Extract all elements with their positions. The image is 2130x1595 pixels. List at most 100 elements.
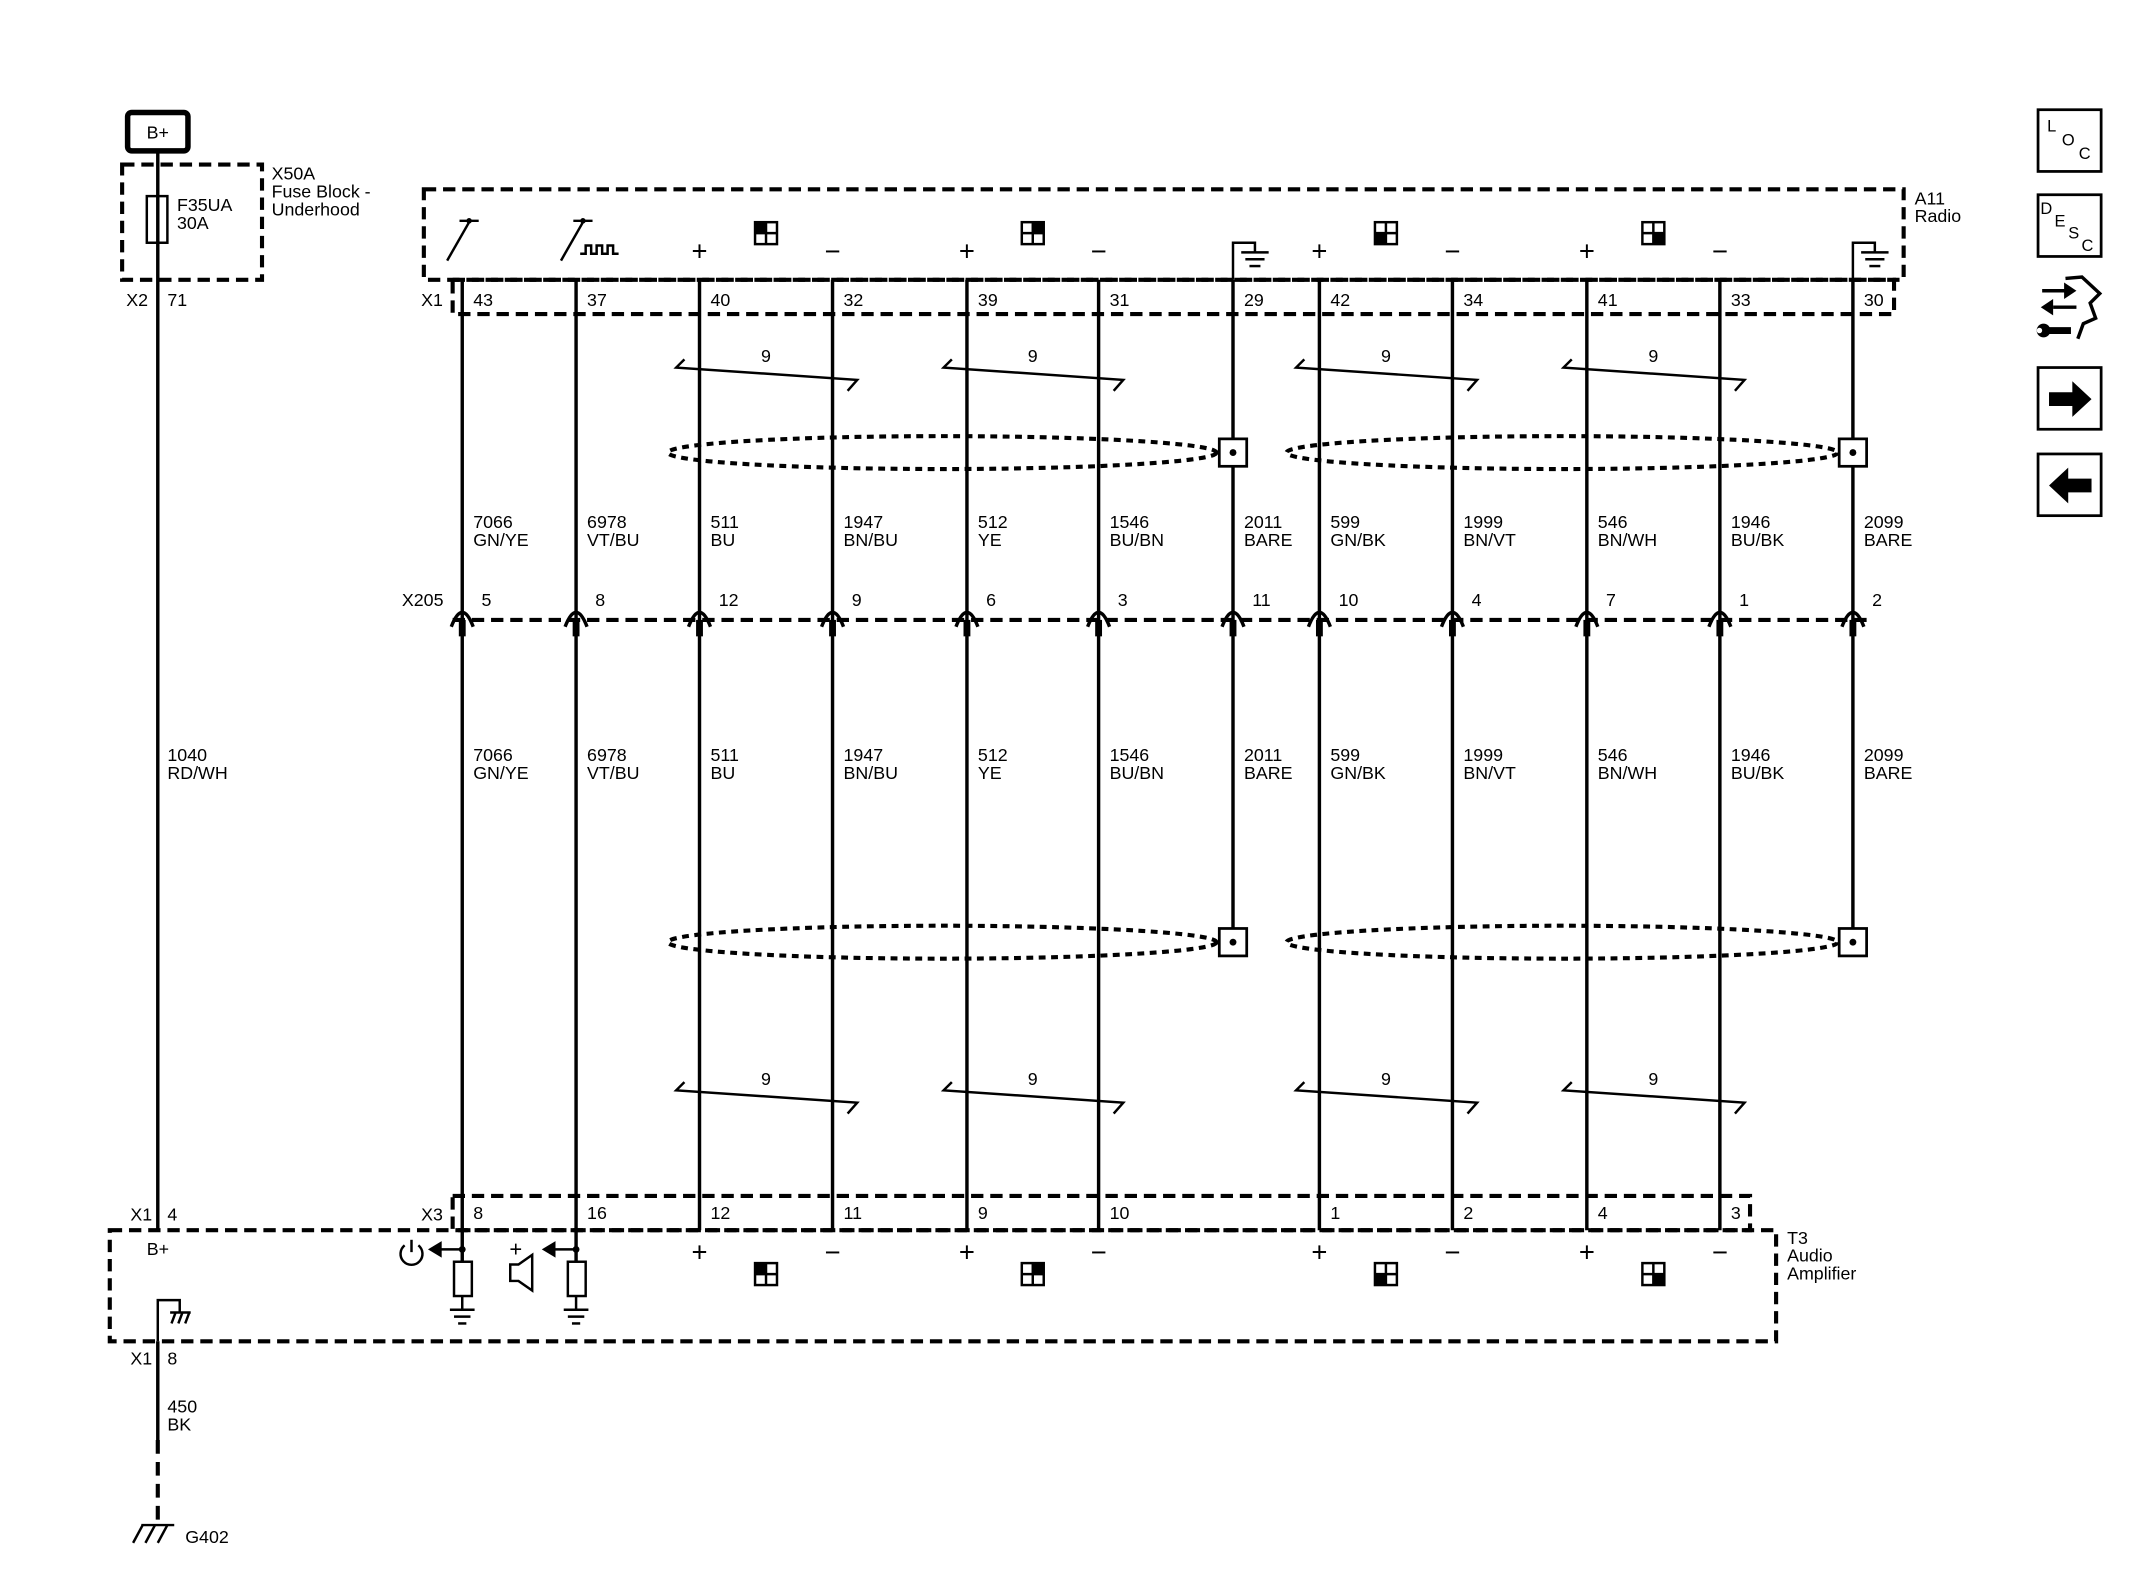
radio-desc: Radio [1915, 206, 1962, 226]
x205-terminal-icon [1840, 610, 1866, 628]
resistor-icon [566, 1260, 587, 1298]
wire-color-label: GN/BK [1330, 530, 1386, 550]
radio-pin-label: 43 [473, 290, 493, 310]
radio-polarity-sign: + [959, 236, 975, 267]
wire-circuit-label: 7066 [473, 512, 513, 532]
twisted-pair-icon [1560, 358, 1748, 392]
amp-pin-label: 12 [710, 1203, 730, 1223]
wire-circuit-label: 1546 [1110, 512, 1150, 532]
fuse-block: F35UA 30A X50A Fuse Block - Underhood X2… [120, 162, 371, 310]
desc-button-frame[interactable] [2036, 193, 2103, 258]
wire-color-label: GN/BK [1330, 763, 1386, 783]
loc-button-frame[interactable] [2036, 108, 2103, 173]
wire-circuit-label: 1546 [1110, 745, 1150, 765]
radio-polarity-sign: + [1311, 236, 1327, 267]
feed-wire: 1040 RD/WH [156, 150, 228, 1231]
wire-color-label: GN/YE [473, 530, 529, 550]
twist-label: 9 [761, 346, 771, 366]
x205-pin-icon [963, 619, 971, 637]
wire-circuit-label: 2011 [1244, 745, 1282, 765]
previous-page-button[interactable] [2036, 452, 2103, 518]
loc-letter: L [2047, 118, 2056, 136]
wire-circuit-label: 7066 [473, 745, 513, 765]
power-icon [399, 1239, 424, 1267]
shield-drain-dot [1229, 449, 1237, 457]
twist-label: 9 [1028, 1069, 1038, 1089]
ground-stub [1231, 241, 1257, 280]
ground-pin-label: 8 [167, 1349, 177, 1369]
quadrant-fill [1032, 222, 1044, 234]
audio-amplifier: T3 Audio Amplifier X1 4 X3 B+ [107, 1193, 1856, 1344]
radio-module: A11 Radio X1 [421, 187, 1962, 317]
ground-wire-color: BK [167, 1414, 191, 1434]
loc-letter: C [2079, 145, 2091, 163]
radio-polarity-sign: − [1091, 236, 1107, 267]
shield-ellipse [665, 434, 1219, 472]
fuse-name: F35UA [177, 195, 233, 215]
amp-polarity-sign: − [1444, 1237, 1460, 1268]
desc-button[interactable]: D E S C [2036, 193, 2103, 258]
wire-color-label: BU/BK [1731, 530, 1785, 550]
x205-terminal-icon [1306, 610, 1332, 628]
radio-polarity-sign: − [1712, 236, 1728, 267]
twisted-pair-icon [673, 358, 860, 392]
x205-pin-icon [1849, 619, 1857, 637]
shield-drain-dot [1229, 938, 1237, 946]
wire-circuit-label: 2099 [1864, 512, 1904, 532]
speaker-icon [509, 1252, 534, 1293]
wire-color-label: BU/BN [1110, 763, 1164, 783]
wire-circuit-label: 1947 [844, 745, 884, 765]
x205-terminal-icon [563, 610, 589, 628]
radio-polarity-sign: − [825, 236, 841, 267]
amp-pin-label: 4 [1598, 1203, 1608, 1223]
quadrant-top-right-icon [1020, 220, 1045, 246]
x205-terminal-icon [954, 610, 980, 628]
amp-pin-label: 8 [473, 1203, 483, 1223]
wire-color-label: BN/VT [1463, 530, 1516, 550]
shield-ellipse [1284, 434, 1840, 472]
radio-pin-label: 41 [1598, 290, 1618, 310]
loc-button[interactable]: L O C [2036, 108, 2103, 173]
x205-terminal-icon [1574, 610, 1600, 628]
arrow-right-head [2064, 282, 2077, 299]
twisted-pair-icon [940, 1081, 1126, 1115]
wire-color-label: BN/BU [844, 763, 898, 783]
fuse-block-desc: Fuse Block - [272, 181, 371, 201]
fuse-block-connector: X2 [126, 290, 148, 310]
wire-circuit-label: 2099 [1864, 745, 1904, 765]
x205-terminal-icon [1086, 610, 1112, 628]
wire-circuit-label: 6978 [587, 745, 627, 765]
x205-pin-icon [1315, 619, 1323, 637]
twisted-pair-icon [673, 1081, 860, 1115]
shield-drain-dot [1849, 449, 1857, 457]
quadrant-fill [1653, 233, 1665, 245]
wire-color-label: BARE [1244, 530, 1293, 550]
amp-pin-label: 3 [1731, 1203, 1741, 1223]
wire-circuit-label: 2011 [1244, 512, 1282, 532]
wire-color-label: YE [978, 530, 1002, 550]
ground-circuit: X1 8 450 BK G402 [130, 1341, 229, 1547]
connector-repair-icon[interactable] [2036, 275, 2103, 340]
amplifier-desc: Amplifier [1787, 1264, 1856, 1284]
radio-pin-label: 34 [1463, 290, 1483, 310]
amp-polarity-sign: − [1091, 1237, 1107, 1268]
quadrant-top-left-icon [753, 220, 779, 246]
amp-polarity-sign: + [691, 1237, 707, 1268]
amplifier-connector-outline [450, 1193, 1753, 1233]
desc-letter: D [2040, 200, 2052, 218]
wire-color-label: BU/BN [1110, 530, 1164, 550]
feed-wire-color: RD/WH [167, 763, 227, 783]
shield-ellipse [665, 923, 1219, 961]
x205-pin-label: 8 [595, 590, 605, 610]
amplifier-outline [107, 1228, 1779, 1344]
next-page-button[interactable] [2036, 366, 2103, 431]
arrow-left-icon [427, 1241, 442, 1258]
twist-label: 9 [1028, 346, 1038, 366]
wrench-head [2036, 323, 2051, 338]
amp-pin-label: 10 [1110, 1203, 1130, 1223]
